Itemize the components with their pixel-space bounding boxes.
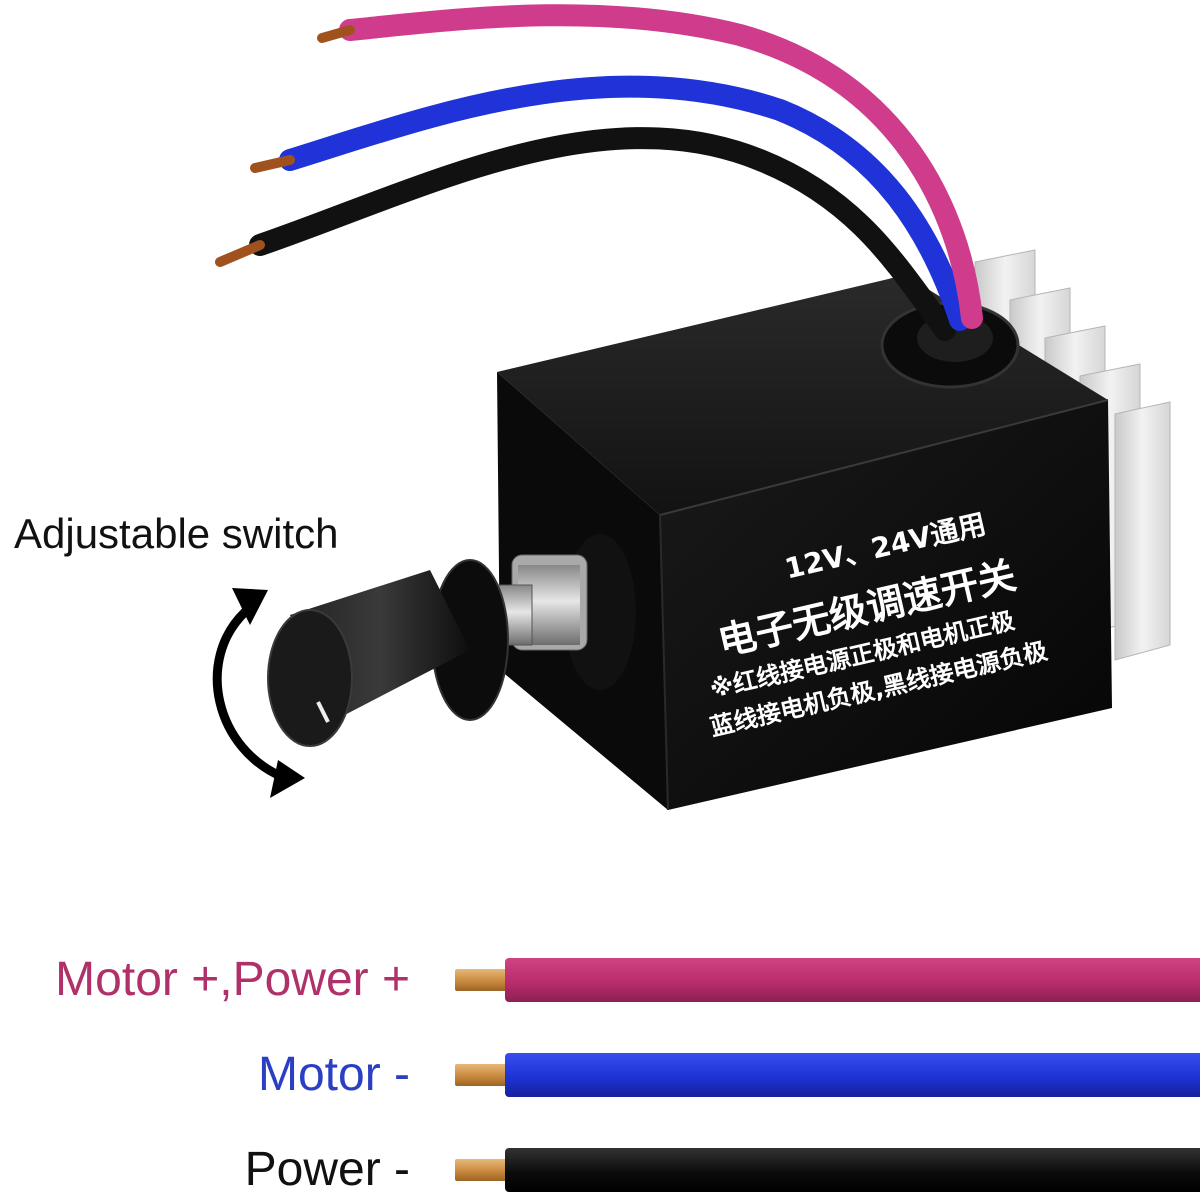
wire-row-blue: Motor -	[0, 1045, 1200, 1105]
rotary-knob-icon	[267, 534, 636, 747]
wire-label-red: Motor +,Power +	[55, 953, 410, 1006]
wire-label-blue: Motor -	[257, 1048, 410, 1101]
blue-wire	[505, 1053, 1200, 1097]
wire-row-red: Motor +,Power +	[0, 950, 1200, 1010]
wire-row-black: Power -	[0, 1140, 1200, 1200]
black-wire	[505, 1148, 1200, 1192]
copper-core-icon	[455, 1064, 513, 1086]
copper-core-icon	[455, 969, 513, 991]
copper-core-icon	[455, 1159, 513, 1181]
box-wires	[215, 4, 983, 341]
adjustable-switch-label: Adjustable switch	[14, 510, 339, 557]
red-wire	[505, 958, 1200, 1002]
wire-label-black: Power -	[244, 1143, 410, 1196]
curved-double-arrow-icon	[212, 588, 305, 798]
